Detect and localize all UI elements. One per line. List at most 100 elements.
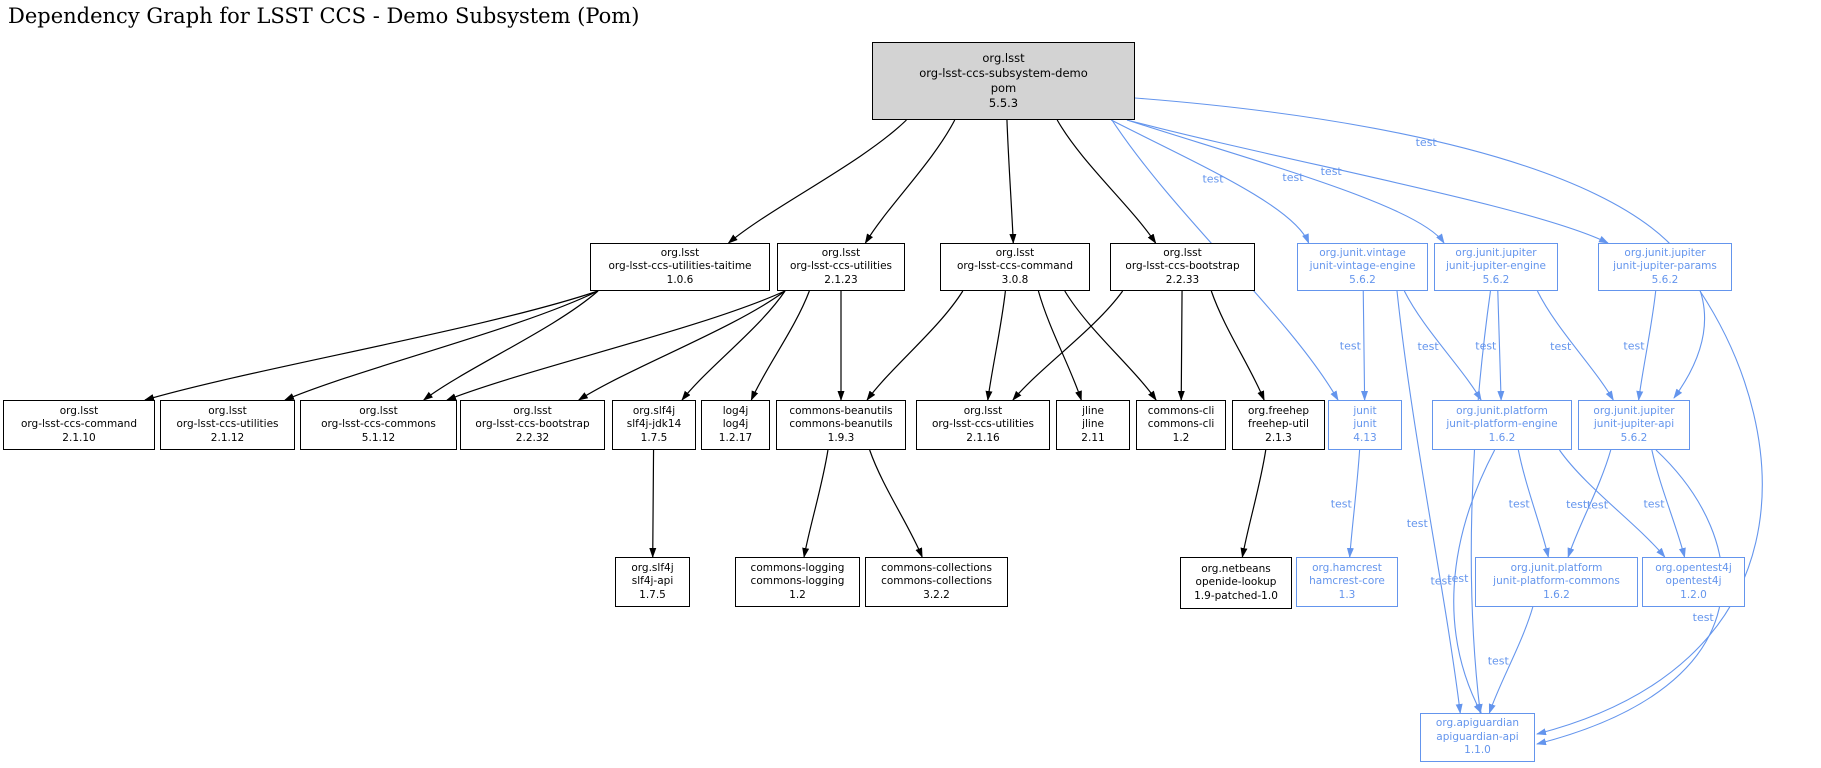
edge-jupeng-apiguardian	[1470, 290, 1491, 714]
node-label-line: commons-cli	[1147, 404, 1215, 417]
node-label-line: org.lsst	[208, 404, 247, 417]
edge-jupapi-apiguardian	[1536, 449, 1723, 746]
node-label-line: org.lsst	[995, 246, 1035, 259]
node-label-line: 5.6.2	[1349, 273, 1376, 286]
node-label-line: 5.1.12	[361, 431, 396, 444]
node-label-line: org-lsst-ccs-utilities	[789, 260, 893, 273]
node-label-line: org.lsst	[660, 246, 700, 259]
edge-scope-label: test	[1202, 173, 1224, 186]
node-label-line: org.lsst	[821, 246, 861, 259]
node-label-line: org.lsst	[359, 404, 398, 417]
node-label-line: commons-beanutils	[789, 418, 893, 431]
node-label-line: org.hamcrest	[1312, 561, 1382, 574]
node-label-line: log4j	[722, 404, 749, 417]
edge-taitime-cmd2110	[144, 290, 599, 401]
edge-scope-label: test	[1418, 340, 1440, 353]
node-label-line: jline	[1082, 418, 1104, 431]
node-label-line: org.junit.jupiter	[1455, 246, 1537, 259]
node-label-line: 5.6.2	[1620, 431, 1648, 444]
node-label-line: junit	[1353, 404, 1377, 417]
node-label-line: org.junit.vintage	[1319, 246, 1406, 259]
node-label-line: commons-beanutils	[789, 404, 893, 417]
edge-scope-label: test	[1331, 498, 1353, 511]
node-label-line: apiguardian-api	[1436, 730, 1519, 743]
edge-scope-label: test	[1340, 340, 1362, 353]
edge-scope-label: test	[1488, 654, 1510, 667]
edge-pleng-opentest	[1559, 449, 1666, 558]
node-label-line: org.lsst	[59, 404, 99, 417]
edge-jupeng-jupapi	[1536, 290, 1614, 401]
node-label-line: org.freehep	[1247, 404, 1310, 417]
node-label-line: commons-logging	[750, 561, 845, 574]
node-label-line: hamcrest-core	[1309, 575, 1385, 588]
node-label-line: junit-jupiter-params	[1613, 260, 1717, 273]
edge-juppar-apiguardian	[1536, 290, 1763, 736]
node-label-line: junit-vintage-engine	[1309, 260, 1416, 273]
edge-jupapi-opentest	[1651, 449, 1686, 558]
node-label-line: org.opentest4j	[1655, 561, 1732, 574]
node-label-line: 1.7.5	[640, 431, 668, 444]
edge-boot233-cli	[1177, 290, 1185, 401]
edge-scope-label: test	[1475, 340, 1497, 353]
edge-boot233-util2116	[1012, 290, 1124, 401]
node-label-line: junit	[1353, 418, 1377, 431]
node-label-line: 2.1.16	[966, 431, 1000, 444]
edge-cmd308-jline	[1037, 290, 1082, 401]
node-label-line: org.junit.jupiter	[1593, 404, 1675, 417]
node-label-line: 1.0.6	[666, 273, 694, 286]
node-label-line: 1.2.17	[718, 431, 753, 444]
edge-scope-label: test	[1643, 498, 1665, 511]
node-label-line: org.lsst	[982, 51, 1025, 66]
edge-root-vintage	[1110, 119, 1310, 244]
edge-scope-label: test	[1550, 340, 1572, 353]
edge-cmd308-cli	[1064, 290, 1157, 401]
edge-scope-label: test	[1430, 574, 1452, 587]
node-label-line: org.junit.platform	[1510, 561, 1603, 574]
edge-util23-log4j	[750, 290, 810, 401]
edge-vintage-apiguardian	[1396, 290, 1463, 714]
edge-scope-label: test	[1407, 517, 1429, 530]
node-label-line: org-lsst-ccs-command	[957, 260, 1073, 273]
edge-util23-slf4jjdk	[681, 290, 786, 401]
node-label-line: 1.6.2	[1543, 588, 1570, 601]
node-label-line: commons-collections	[881, 561, 992, 574]
edge-root-util23	[864, 119, 956, 244]
node-label-line: 5.6.2	[1482, 273, 1510, 286]
edge-scope-label: test	[1587, 499, 1609, 512]
node-label-line: 2.11	[1081, 431, 1105, 444]
edge-boot233-freehep	[1210, 290, 1265, 401]
edge-taitime-util2112	[284, 290, 599, 401]
node-label-line: junit-platform-engine	[1446, 418, 1558, 431]
edge-cmd308-beanutils	[866, 290, 964, 401]
node-label-line: 5.5.3	[988, 95, 1019, 110]
edge-vintage-junit	[1361, 290, 1369, 401]
node-label-line: 1.2	[789, 588, 806, 601]
node-label-line: org.slf4j	[631, 561, 674, 574]
node-label-line: org.netbeans	[1201, 562, 1271, 575]
node-label-line: 1.1.0	[1464, 744, 1491, 757]
edge-pleng-apiguardian	[1453, 449, 1496, 714]
node-label-line: openide-lookup	[1195, 576, 1277, 589]
edge-vintage-pleng	[1403, 290, 1482, 401]
edge-freehep-openide	[1240, 449, 1267, 558]
edge-pleng-plcommons	[1517, 449, 1550, 558]
edge-root-jupapi	[1134, 97, 1706, 399]
node-label-line: 1.6.2	[1488, 431, 1516, 444]
